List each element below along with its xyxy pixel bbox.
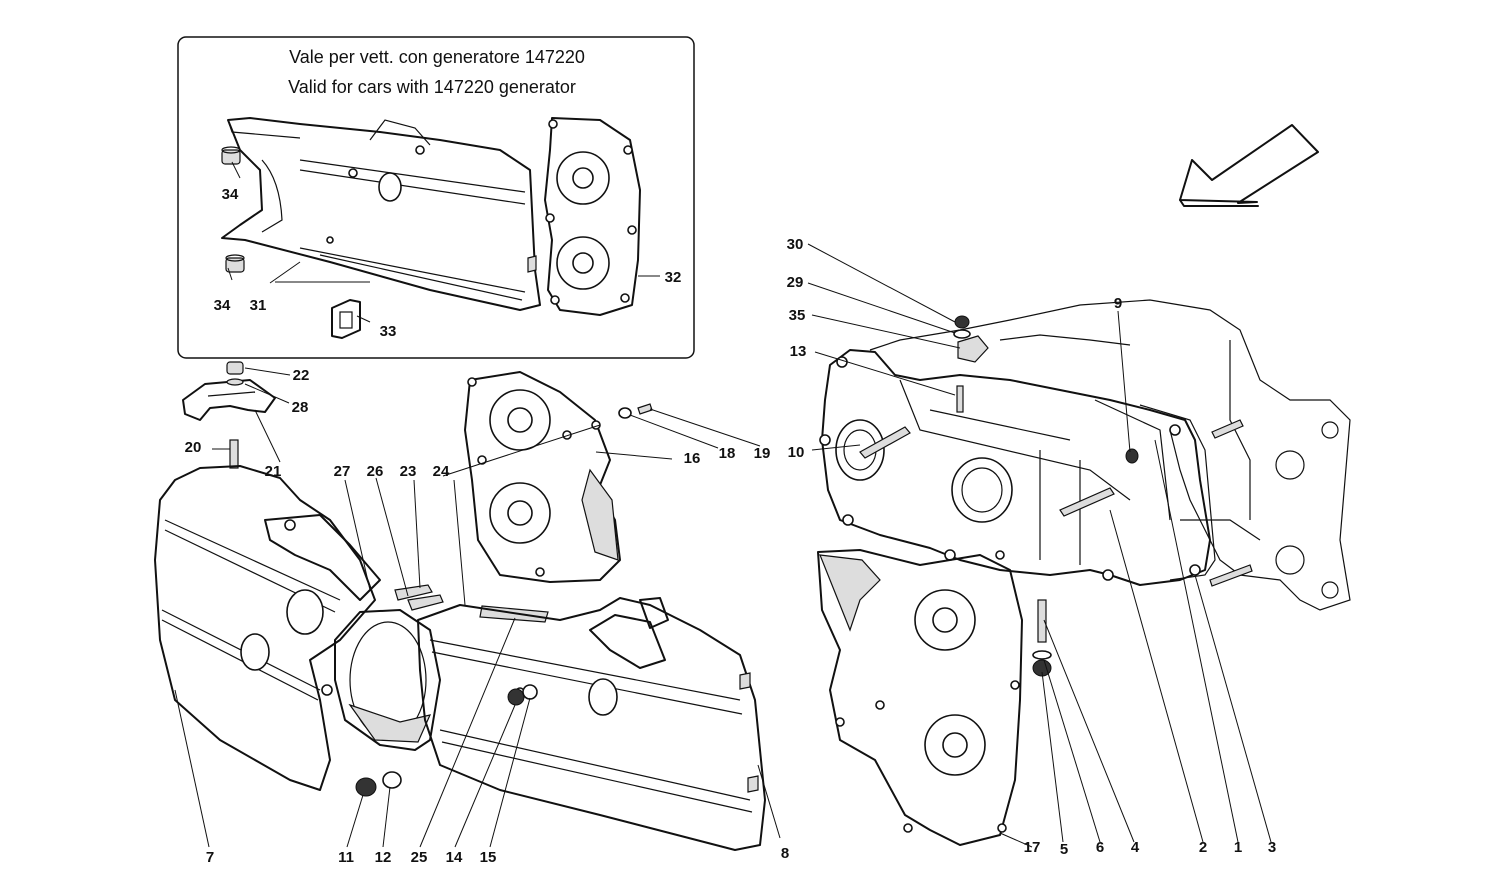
callout-30: 30 [787,236,804,253]
callout-12: 12 [375,849,392,866]
callout-10: 10 [788,444,805,461]
callout-9: 9 [1114,295,1122,312]
callout-6: 6 [1096,839,1104,856]
inset-note-english: Valid for cars with 147220 generator [288,77,576,97]
callout-7: 7 [206,849,214,866]
callout-13: 13 [790,343,807,360]
callout-17: 17 [1024,839,1041,856]
callout-16: 16 [684,450,701,467]
callout-15: 15 [480,849,497,866]
inset-cover-plate [544,117,641,316]
callout-29: 29 [787,274,804,291]
callout-26: 26 [367,463,384,480]
inset-bracket-33 [331,299,361,339]
inset-grommet-upper [221,146,241,165]
direction-arrow-icon [1179,124,1319,207]
callout-18: 18 [719,445,736,462]
callout-23: 23 [400,463,417,480]
callout-22: 22 [293,367,310,384]
callout-32: 32 [665,269,682,286]
left-timing-cover-assembly [154,361,766,851]
callout-14: 14 [446,849,463,866]
callout-8: 8 [781,845,789,862]
callout-1: 1 [1234,839,1242,856]
callout-4: 4 [1131,839,1140,856]
leader-lines [174,161,1272,848]
inset-timing-cover [221,117,541,311]
callout-34-lower: 34 [214,297,231,314]
callout-21: 21 [265,463,282,480]
inset-panel: Vale per vett. con generatore 147220 Val… [177,36,695,359]
callout-28: 28 [292,399,309,416]
callout-2: 2 [1199,839,1207,856]
callout-33: 33 [380,323,397,340]
callout-11: 11 [338,849,354,866]
callout-35: 35 [789,307,806,324]
callout-34-upper: 34 [222,186,239,203]
inset-grommet-lower [225,254,245,273]
callout-27: 27 [334,463,351,480]
callout-5: 5 [1060,841,1068,858]
callout-20: 20 [185,439,202,456]
callout-3: 3 [1268,839,1276,856]
callout-24: 24 [433,463,450,480]
engine-block-assembly [817,299,1351,846]
callout-19: 19 [754,445,771,462]
callout-numbers: 34 34 31 33 32 22 28 20 21 27 26 23 24 1… [185,186,1277,866]
inset-note-italian: Vale per vett. con generatore 147220 [289,47,585,67]
callout-25: 25 [411,849,428,866]
callout-31: 31 [250,297,267,314]
